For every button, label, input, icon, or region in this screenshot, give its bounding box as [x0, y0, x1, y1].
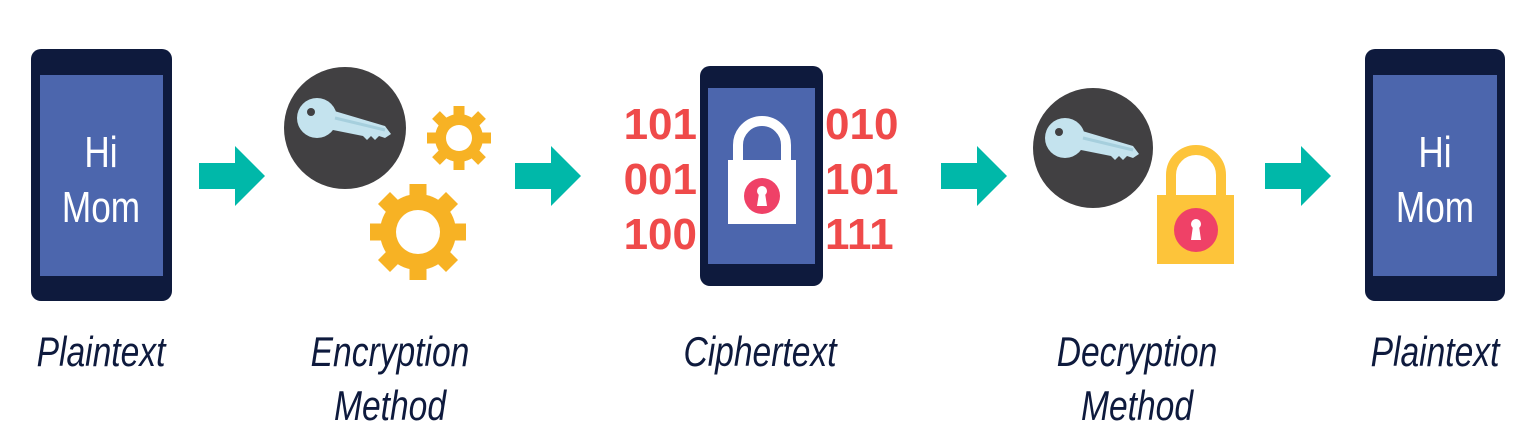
- step-label-encryption-line-2: Method: [334, 384, 448, 426]
- arrow-right-icon: [1265, 146, 1331, 206]
- binary-right-1: 010: [825, 100, 898, 149]
- screen-text-line-2: Mom: [1396, 183, 1474, 232]
- binary-right-3: 111: [825, 210, 894, 259]
- padlock-icon: [728, 116, 796, 224]
- binary-right-2: 101: [825, 155, 898, 204]
- decryption-key-icon: [1033, 88, 1153, 208]
- encryption-key-icon: [284, 67, 406, 189]
- step-label-encryption-line-1: Encryption: [311, 330, 470, 376]
- binary-left-3: 100: [624, 210, 697, 259]
- arrow-right-icon: [515, 146, 581, 206]
- arrow-right-icon: [199, 146, 265, 206]
- binary-left-1: 101: [624, 100, 697, 149]
- gear-icon: [370, 184, 466, 280]
- padlock-icon: [1157, 145, 1234, 264]
- screen-text-line-2: Mom: [62, 183, 140, 232]
- arrow-right-icon: [941, 146, 1007, 206]
- step-label-decryption-line-2: Method: [1081, 384, 1195, 426]
- step-label-plaintext: Plaintext: [37, 330, 167, 376]
- plaintext-device-icon: Hi Mom: [31, 49, 172, 301]
- plaintext-device-icon: Hi Mom: [1365, 49, 1505, 301]
- screen-text-line-1: Hi: [84, 128, 117, 177]
- step-label-plaintext: Plaintext: [1371, 330, 1501, 376]
- ciphertext-device-icon: [700, 66, 823, 286]
- binary-left-2: 001: [624, 155, 697, 204]
- step-label-ciphertext: Ciphertext: [683, 330, 837, 376]
- screen-text-line-1: Hi: [1418, 128, 1451, 177]
- step-label-decryption-line-1: Decryption: [1057, 330, 1218, 376]
- gear-icon: [427, 106, 491, 170]
